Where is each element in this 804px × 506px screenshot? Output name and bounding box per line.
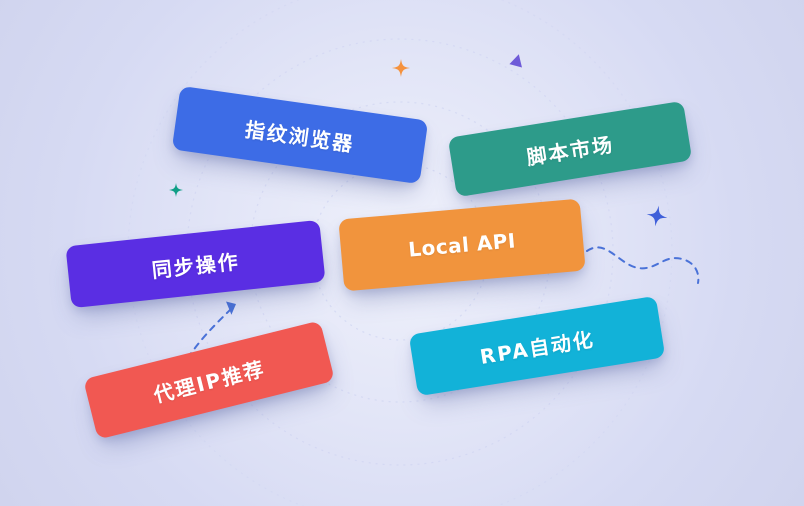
feature-card-fingerprint-browser: 指纹浏览器	[171, 85, 429, 185]
feature-card-label: 指纹浏览器	[243, 116, 356, 157]
feature-card-proxy-ip-recommend: 代理IP推荐	[83, 320, 335, 440]
feature-card-label: 同步操作	[150, 248, 241, 283]
feature-card-label: RPA自动化	[478, 326, 597, 369]
sparkle-teal-icon	[169, 183, 183, 197]
feature-card-local-api: Local API	[338, 198, 586, 292]
arrowhead-icon	[226, 301, 236, 315]
feature-card-label: 代理IP推荐	[151, 356, 268, 407]
triangle-purple-icon	[509, 54, 522, 68]
feature-card-label: Local API	[407, 228, 517, 262]
dashed-squiggle-curve	[586, 246, 700, 284]
sparkle-orange-icon	[392, 59, 410, 77]
feature-card-sync-operation: 同步操作	[65, 219, 326, 309]
sparkle-blue-icon	[646, 205, 668, 227]
feature-card-label: 脚本市场	[524, 131, 616, 170]
feature-card-rpa-automation: RPA自动化	[408, 295, 666, 397]
feature-card-script-market: 脚本市场	[447, 100, 693, 198]
